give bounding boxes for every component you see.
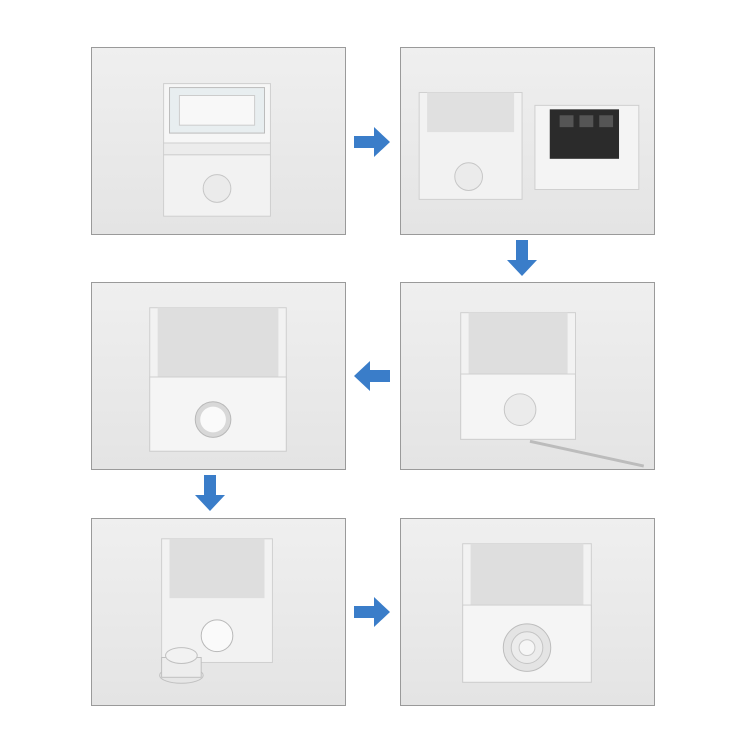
step-3-photo [91,282,346,470]
step-6-photo [400,518,655,706]
step-1-photo [91,47,346,235]
arrow-right-icon [352,592,392,632]
step-4-photo [400,282,655,470]
arrow-down-icon [190,473,230,513]
arrow-down-icon [502,238,542,278]
step-2-photo [400,47,655,235]
arrow-right-icon [352,122,392,162]
arrow-left-icon [352,356,392,396]
step-5-photo [91,518,346,706]
